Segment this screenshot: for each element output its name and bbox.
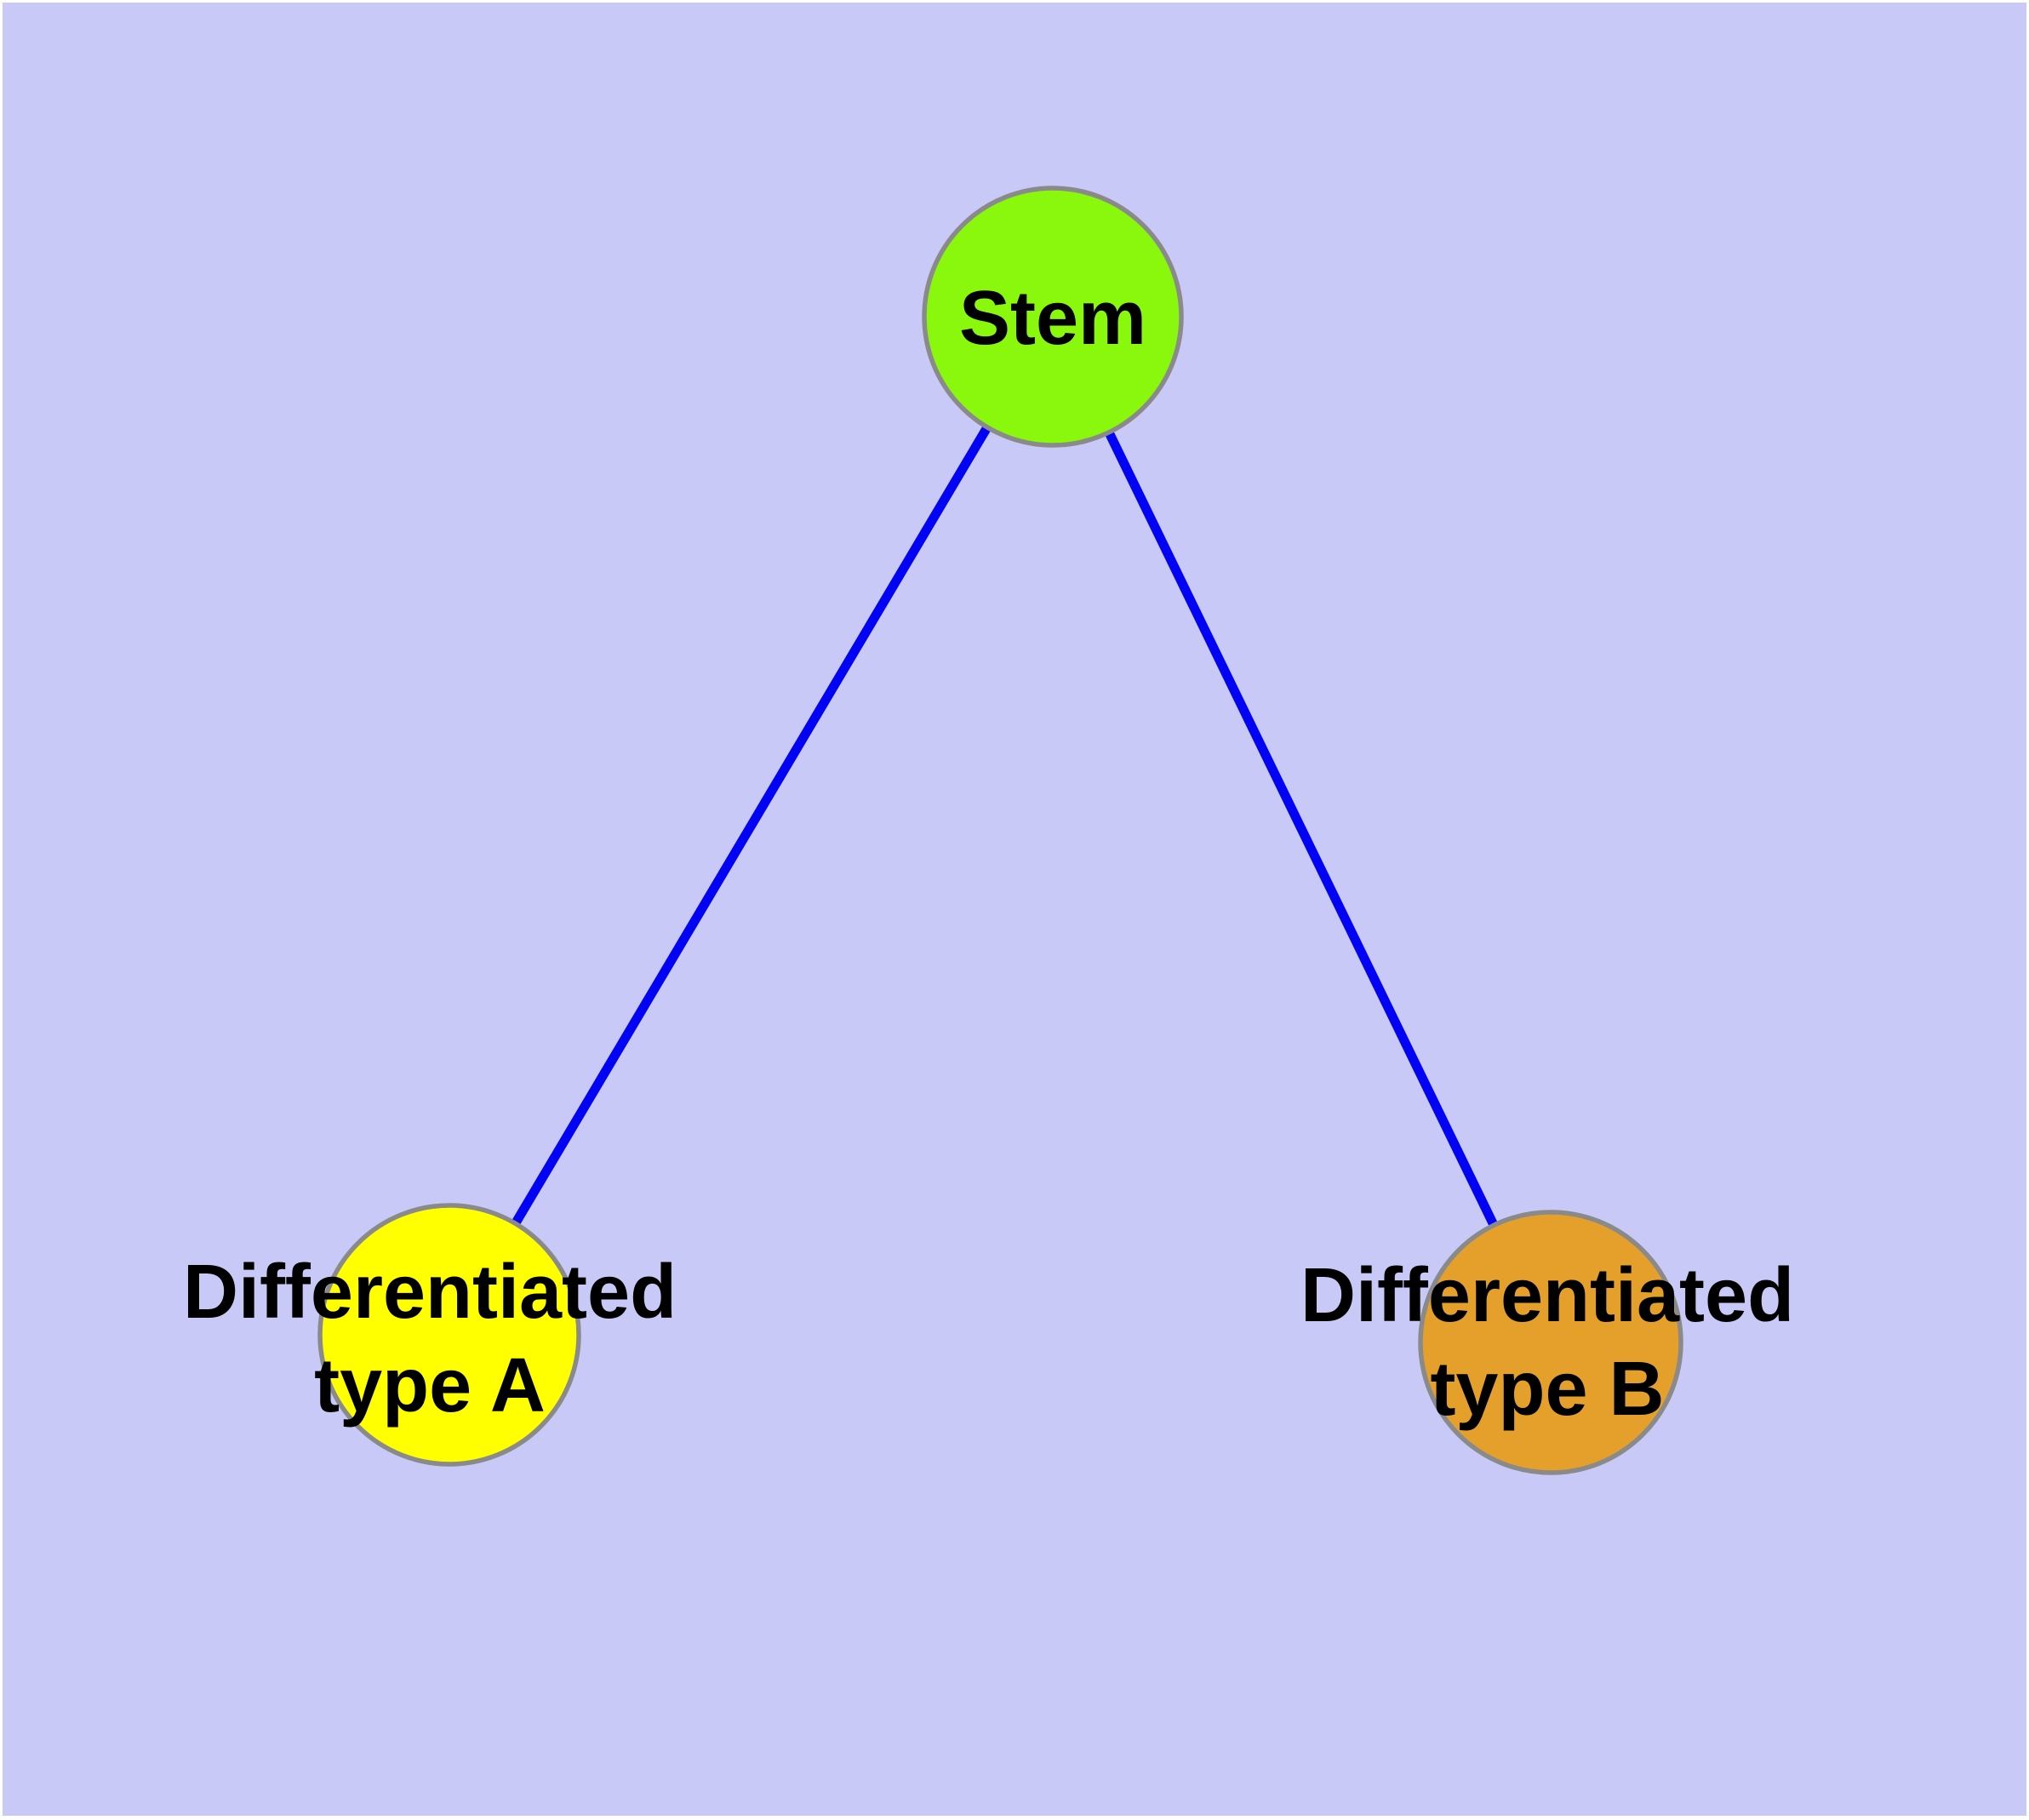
node-label-stem: Stem [959,272,1146,365]
node-stem [922,186,1184,448]
node-label-diff-a: Differentiated type A [183,1245,677,1433]
node-label-diff-b-line2: type B [1430,1347,1665,1432]
node-label-stem-text: Stem [958,276,1147,361]
node-diff-b [1418,1210,1683,1475]
node-label-diff-a-line2: type A [314,1343,546,1428]
node-label-diff-b: Differentiated type B [1300,1249,1794,1436]
node-label-diff-b-line1: Differentiated [1300,1253,1795,1338]
node-diff-a [317,1203,581,1467]
edge-stem-to-diff-b [1049,314,1555,1345]
edge-stem-to-diff-a [445,314,1057,1337]
node-label-diff-a-line1: Differentiated [182,1250,677,1335]
